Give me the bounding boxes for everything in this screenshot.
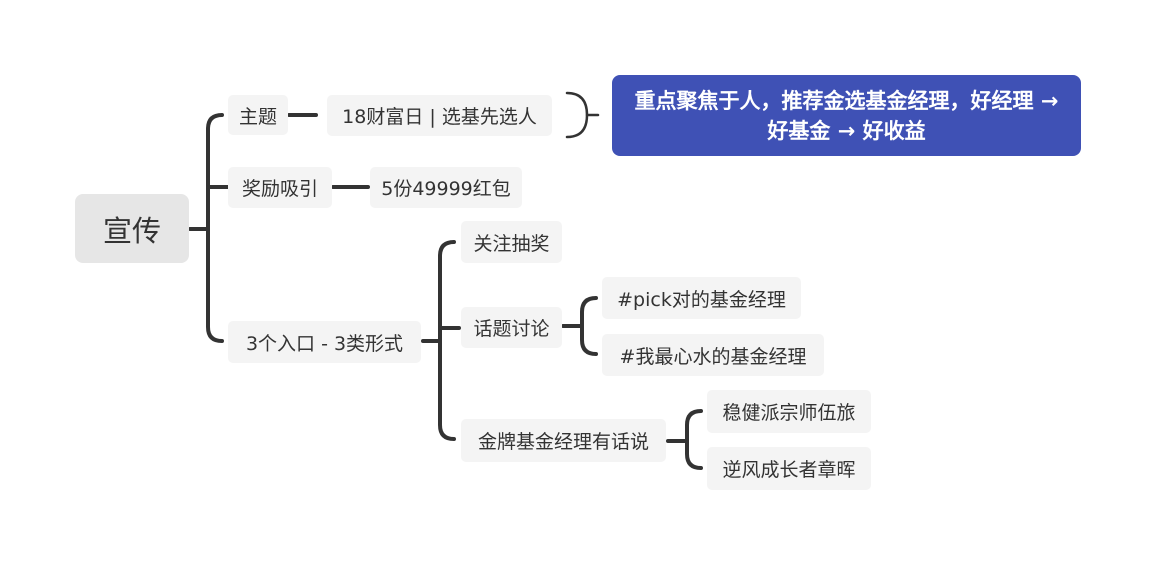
node-entries[interactable]: 3个入口 - 3类形式 xyxy=(228,321,421,363)
theme-callout[interactable]: 重点聚焦于人，推荐金选基金经理，好经理 → 好基金 → 好收益 xyxy=(612,75,1081,156)
node-theme-child[interactable]: 18财富日 | 选基先选人 xyxy=(327,95,552,136)
node-reward[interactable]: 奖励吸引 xyxy=(228,167,332,208)
callout-bracket xyxy=(565,91,589,139)
node-talk[interactable]: 金牌基金经理有话说 xyxy=(461,419,666,462)
node-topic[interactable]: 话题讨论 xyxy=(461,307,562,348)
connector-entries-trunk xyxy=(438,240,456,441)
node-topic-item-1[interactable]: #pick对的基金经理 xyxy=(602,277,801,319)
node-talk-item-2[interactable]: 逆风成长者章晖 xyxy=(707,447,871,490)
node-reward-child[interactable]: 5份49999红包 xyxy=(370,167,522,208)
root-node[interactable]: 宣传 xyxy=(75,194,189,263)
node-follow[interactable]: 关注抽奖 xyxy=(461,221,562,263)
node-talk-item-1[interactable]: 稳健派宗师伍旅 xyxy=(707,390,871,433)
node-theme[interactable]: 主题 xyxy=(228,95,288,135)
node-topic-item-2[interactable]: #我最心水的基金经理 xyxy=(602,334,824,376)
connector-root-trunk xyxy=(206,113,224,343)
connector-topic-trunk xyxy=(580,296,598,356)
connector-talk-trunk xyxy=(685,409,703,470)
